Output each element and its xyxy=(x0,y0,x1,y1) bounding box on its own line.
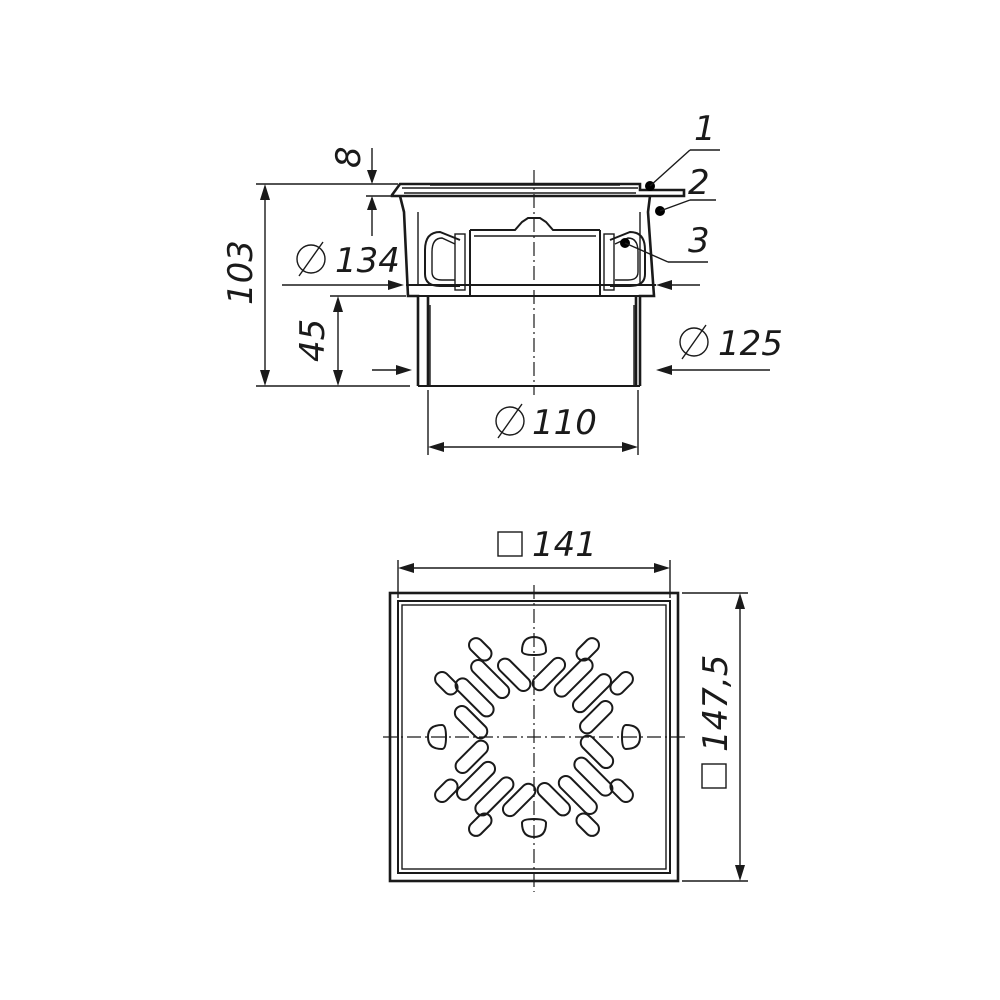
square-symbol-icon xyxy=(701,763,727,789)
grate-slot xyxy=(609,778,634,803)
callout-markers: 1 2 3 xyxy=(620,109,720,263)
grate-slot xyxy=(536,782,571,817)
dimension-flange-8: 8 xyxy=(329,146,398,236)
dimension-134-label: 134 xyxy=(335,241,400,281)
grate-hole xyxy=(620,723,642,751)
grate-slot xyxy=(453,704,489,740)
callout-2: 2 xyxy=(688,163,710,203)
dimension-frame-147-5: 147,5 xyxy=(682,592,748,882)
grate-slot xyxy=(557,774,598,816)
top-view: 141 147,5 xyxy=(383,525,748,892)
grate-slot xyxy=(575,812,600,837)
grate-hole xyxy=(520,817,548,839)
grate-slot xyxy=(497,657,532,692)
grate-slot xyxy=(573,756,614,797)
grate-hole xyxy=(426,723,448,751)
diameter-symbol-icon xyxy=(296,241,326,277)
drain-body xyxy=(398,195,656,387)
square-symbol-icon xyxy=(497,531,523,557)
diameter-symbol-icon xyxy=(679,324,709,360)
top-flange xyxy=(390,182,686,198)
grate-slot xyxy=(575,637,600,662)
dimension-diameter-125: 125 xyxy=(372,324,783,375)
callout-1: 1 xyxy=(694,109,716,149)
grate-slot xyxy=(455,760,497,801)
grate-slot xyxy=(434,778,459,803)
dimension-147-5-label: 147,5 xyxy=(696,655,736,752)
side-view: 1 2 3 103 8 xyxy=(221,109,783,455)
grate-slot xyxy=(454,739,489,774)
grate-slot xyxy=(609,671,634,696)
grate-slot xyxy=(454,677,495,718)
grate-slot xyxy=(553,657,594,698)
grate-slot xyxy=(468,812,493,837)
callout-3: 3 xyxy=(688,221,710,261)
grate-slots xyxy=(426,635,642,839)
dimension-diameter-134: 134 xyxy=(282,241,700,290)
grate-slot xyxy=(501,782,537,818)
grate-slot xyxy=(468,637,493,662)
dimension-110-label: 110 xyxy=(532,403,597,443)
dimension-103-label: 103 xyxy=(221,240,261,305)
dimension-141-label: 141 xyxy=(532,525,597,565)
dimension-grate-141: 141 xyxy=(397,525,671,598)
water-seal xyxy=(424,217,646,296)
grate-slot xyxy=(579,734,615,770)
grate-slot xyxy=(531,656,567,692)
grate-slot xyxy=(474,776,515,817)
grate-slot xyxy=(470,658,511,700)
dimension-8-label: 8 xyxy=(329,146,369,168)
grate-slot xyxy=(434,671,459,696)
dimension-height-103: 103 xyxy=(221,183,410,387)
dimension-125-label: 125 xyxy=(718,324,783,364)
dimension-spigot-45: 45 xyxy=(293,295,406,386)
grate-slot xyxy=(579,700,614,735)
grate-hole xyxy=(520,635,548,657)
diameter-symbol-icon xyxy=(495,403,525,439)
dimension-diameter-110: 110 xyxy=(427,390,639,455)
grate-slot xyxy=(571,673,613,714)
dimension-45-label: 45 xyxy=(293,319,333,362)
